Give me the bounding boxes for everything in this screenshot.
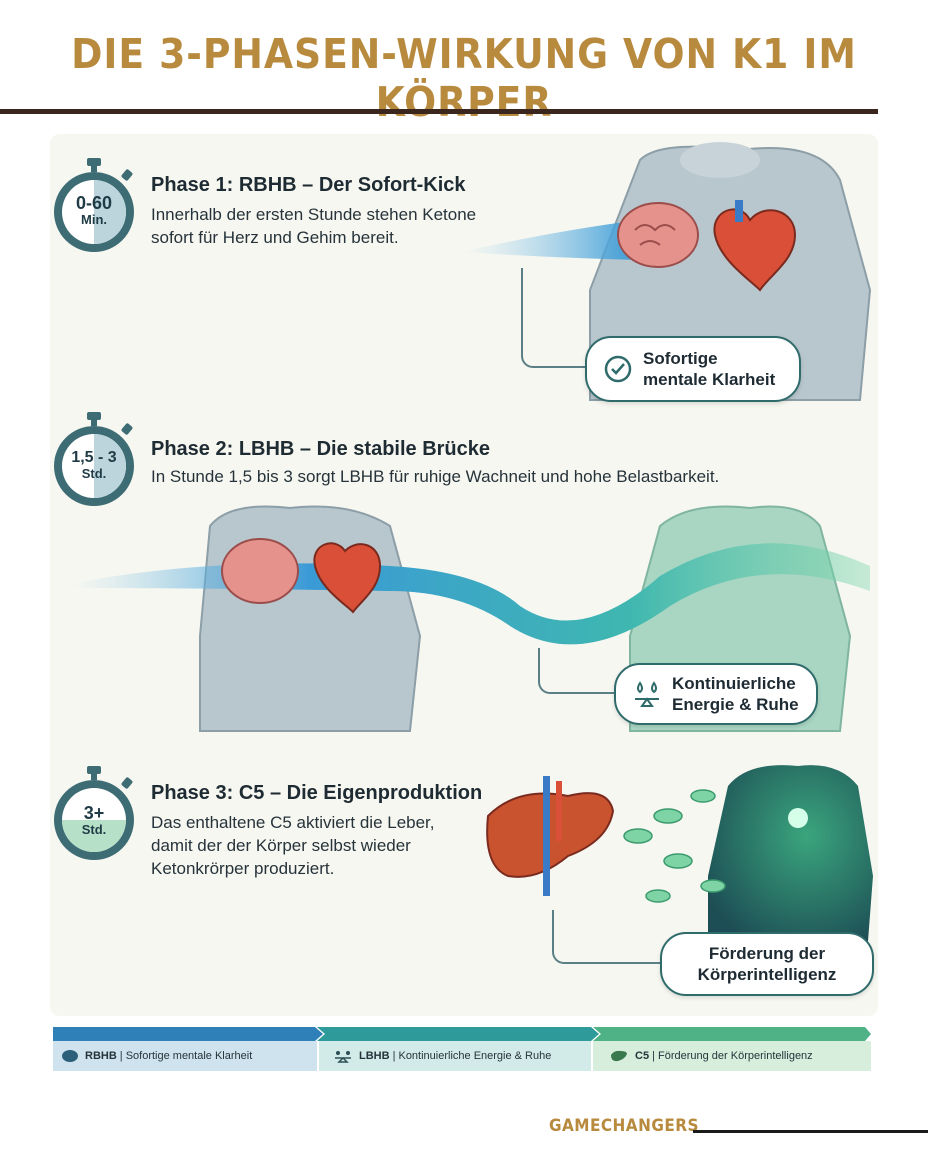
callout-text: Förderung der	[708, 943, 826, 963]
legend-item-lbhb: LBHB| Kontinuierliche Energie & Ruhe	[319, 1041, 591, 1071]
phase-1-desc-line: Innerhalb der ersten Stunde stehen Keton…	[151, 205, 477, 224]
phase-2-desc-line: In Stunde 1,5 bis 3 sorgt LBHB für ruhig…	[151, 467, 720, 486]
phase-3-title: Phase 3: C5 – Die Eigenproduktion	[151, 782, 483, 804]
timer-unit: Std.	[81, 821, 107, 837]
phase-1-title: Phase 1: RBHB – Der Sofort-Kick	[151, 174, 466, 196]
brain-icon	[221, 538, 299, 604]
legend-bar: RBHB| Sofortige mentale Klarheit LBHB| K…	[53, 1027, 871, 1071]
callout-text: Sofortige	[643, 348, 718, 368]
brain-icon	[62, 1050, 78, 1062]
legend-text: | Förderung der Körperintelligenz	[652, 1050, 813, 1062]
callout-connector	[538, 648, 618, 694]
phase-2-description: In Stunde 1,5 bis 3 sorgt LBHB für ruhig…	[151, 466, 719, 489]
callout-connector	[521, 268, 589, 368]
legend-key: RBHB	[85, 1050, 117, 1062]
timer-unit: Min.	[81, 211, 107, 227]
timer-value: 1,5 - 3	[71, 449, 117, 466]
timer-unit: Std.	[81, 465, 107, 481]
phase-3-desc-line: Das enthaltene C5 aktiviert die Leber,	[151, 813, 435, 832]
phase-2-title: Phase 2: LBHB – Die stabile Brücke	[151, 438, 491, 460]
brain-icon	[617, 202, 699, 268]
phase-1-desc-line: sofort für Herz und Gehim bereit.	[151, 227, 399, 247]
timer-icon: 1,5 - 3 Std.	[52, 412, 142, 512]
phase-1-description: Innerhalb der ersten Stunde stehen Keton…	[151, 204, 476, 250]
legend-text: | Sofortige mentale Klarheit	[119, 1050, 253, 1062]
phase-3-desc-line: Ketonkrörper produziert.	[151, 858, 335, 878]
callout-connector	[552, 910, 666, 964]
balance-drops-icon	[635, 681, 659, 707]
callout-text: mentale Klarheit	[643, 370, 776, 389]
timer-value: 3+	[83, 803, 105, 823]
legend-key: LBHB	[359, 1050, 390, 1062]
energy-beam	[460, 220, 640, 260]
glowing-body	[708, 765, 873, 941]
legend-text: | Kontinuierliche Energie & Ruhe	[392, 1050, 552, 1062]
heart-icon	[313, 542, 382, 614]
timer-icon: 3+ Std.	[52, 766, 142, 866]
legend-item-c5: C5| Förderung der Körperintelligenz	[593, 1041, 871, 1071]
phase-2-callout: Kontinuierliche Energie & Ruhe	[614, 663, 818, 725]
phase-3-desc-line: damit der der Körper selbst wieder	[151, 835, 411, 855]
timer-value: 0-60	[75, 193, 113, 213]
liver-icon	[611, 1050, 627, 1062]
callout-text: Körperintelligenz	[697, 965, 837, 984]
title-divider	[0, 109, 878, 114]
phase-3-callout: Förderung der Körperintelligenz	[660, 932, 874, 996]
legend-item-rbhb: RBHB| Sofortige mentale Klarheit	[53, 1041, 317, 1071]
phase-3-description: Das enthaltene C5 aktiviert die Leber, d…	[151, 812, 435, 881]
page-title: DIE 3-PHASEN-WIRKUNG VON K1 IM KÖRPER	[71, 30, 857, 126]
torso-shape	[199, 505, 422, 732]
ketone-particles	[623, 789, 726, 903]
check-circle-icon	[604, 355, 632, 383]
liver-icon	[486, 792, 615, 878]
brand-logo: GAMECHANGERS	[549, 1116, 699, 1136]
legend-key: C5	[635, 1050, 650, 1062]
balance-icon	[335, 1051, 351, 1063]
footer-divider	[693, 1130, 928, 1133]
callout-text: Kontinuierliche	[672, 673, 796, 693]
phase-3-illustration	[486, 765, 873, 941]
heart-icon	[713, 208, 797, 292]
callout-text: Energie & Ruhe	[672, 695, 799, 714]
phase-1-callout: Sofortige mentale Klarheit	[585, 336, 801, 402]
timer-icon: 0-60 Min.	[52, 158, 142, 258]
